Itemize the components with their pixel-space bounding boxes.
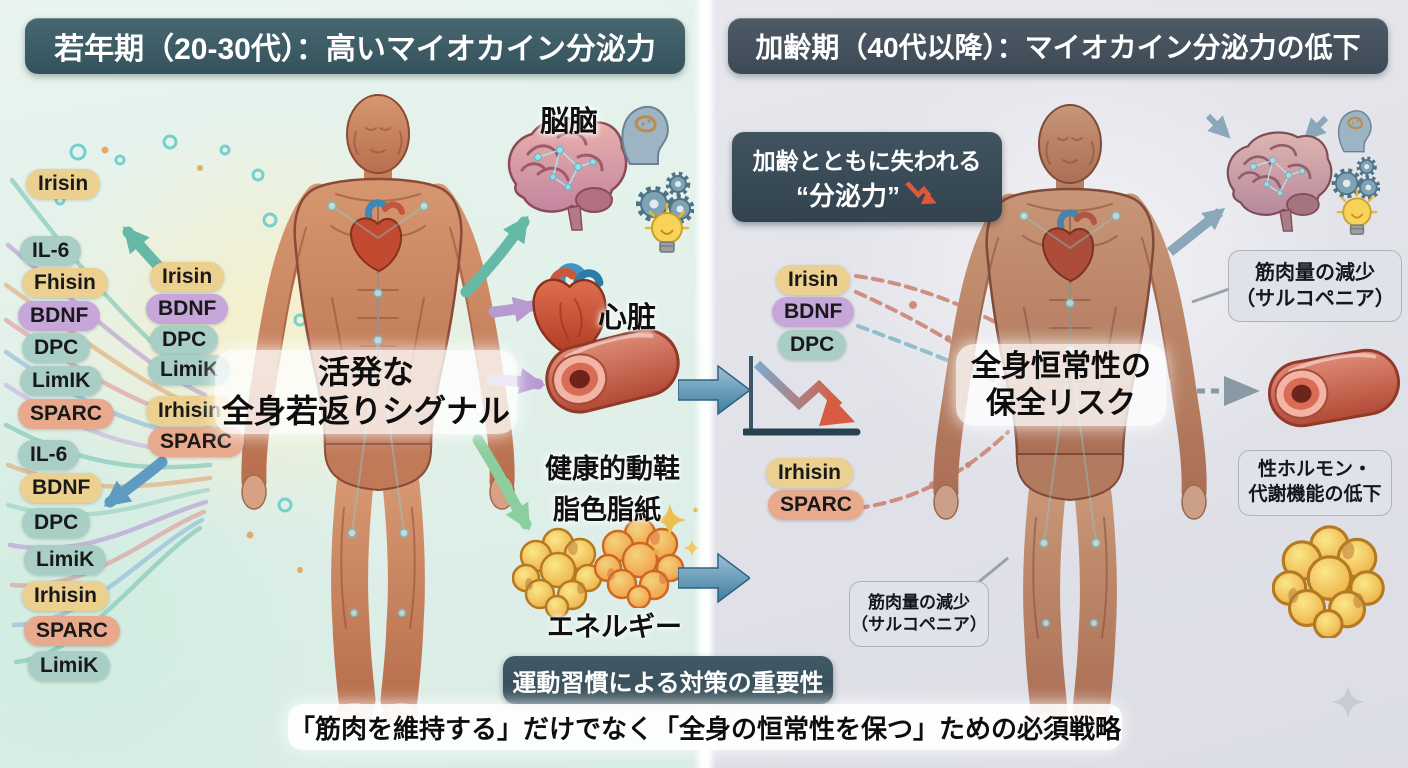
muscle-loss-top-line1: 筋肉量の減少 — [1255, 262, 1375, 284]
muscle-loss-bottom-line2: （サルコペニア） — [851, 615, 987, 634]
aged-panel-title: 加齢期（40代以降）：マイオカイン分泌力の低下 — [755, 32, 1361, 63]
transition-arrow-top — [678, 365, 750, 415]
myokine-pill: IL-6 — [20, 236, 82, 267]
bottom-title: 運動習慣による対策の重要性 — [512, 669, 824, 697]
myokine-pill: Fhisin — [22, 268, 108, 299]
vessel-label: 健康的動鞋 — [545, 454, 680, 484]
risk-line1: 全身恒常性の — [971, 349, 1151, 383]
aged-head-profile-icon — [1337, 109, 1373, 153]
young-panel-header: 若年期（20-30代）：高いマイオカイン分泌力 — [25, 18, 685, 74]
fat-label: 脂色脂紙 — [553, 495, 661, 525]
rejuvenation-signal-box: 活発な 全身若返りシグナル — [215, 350, 517, 434]
myokine-pill: LimiK — [24, 545, 107, 576]
loss-line2: “分泌力” — [795, 180, 900, 211]
hormone-decline-box: 性ホルモン・ 代謝機能の低下 — [1238, 450, 1392, 516]
lightbulb-icon — [644, 202, 690, 254]
myokine-pill: IL-6 — [18, 440, 80, 471]
head-profile-icon — [620, 105, 670, 166]
transition-arrow-bottom — [678, 553, 750, 603]
myokine-pill: LimIK — [20, 366, 103, 397]
aged-lightbulb-icon — [1336, 188, 1378, 236]
risk-line2: 保全リスク — [986, 387, 1136, 420]
muscle-loss-top-line2: （サルコペニア） — [1235, 288, 1395, 310]
myokine-pill: DPC — [22, 333, 91, 364]
decline-chart-icon — [743, 356, 861, 436]
myokine-pill: Irisin — [150, 262, 225, 293]
myokine-pill: LimiK — [28, 651, 111, 682]
heart-label: 心脏 — [598, 302, 657, 334]
bottom-subtitle: 「筋肉を維持する」だけでなく「全身の恒常性を保つ」ための必須戦略 — [288, 713, 1121, 744]
homeostasis-risk-box: 全身恒常性の 保全リスク — [956, 344, 1166, 426]
muscle-loss-top-box: 筋肉量の減少 （サルコペニア） — [1228, 250, 1402, 322]
decline-zigzag-icon — [905, 181, 937, 205]
energy-label: エネルギー — [547, 612, 682, 642]
strategy-banner: 「筋肉を維持する」だけでなく「全身の恒常性を保つ」ための必須戦略 — [288, 704, 1122, 750]
aged-fat-cells-illustration — [1272, 525, 1385, 638]
myokine-pill: BDNF — [18, 301, 101, 332]
myokine-pill: Irhisin — [22, 581, 110, 612]
signal-line2: 全身若返りシグナル — [221, 393, 510, 429]
myokine-pill: BDNF — [772, 297, 855, 328]
aged-panel-header: 加齢期（40代以降）：マイオカイン分泌力の低下 — [728, 18, 1388, 74]
brain-label: 脳脑 — [540, 106, 599, 138]
myokine-pill: BDNF — [146, 294, 229, 325]
exercise-importance-box: 運動習慣による対策の重要性 — [503, 656, 833, 704]
young-panel-title: 若年期（20-30代）：高いマイオカイン分泌力 — [54, 33, 656, 66]
myokine-pill: Irisin — [26, 169, 101, 200]
myokine-pill: Irisin — [776, 265, 851, 296]
muscle-loss-bottom-box: 筋肉量の減少 （サルコペニア） — [849, 581, 989, 647]
muscle-loss-bottom-line1: 筋肉量の減少 — [868, 592, 970, 612]
myokine-pill: SPARC — [768, 490, 864, 521]
secretion-loss-box: 加齢とともに失われる “分泌力” — [732, 132, 1002, 222]
hormone-line1: 性ホルモン・ — [1257, 459, 1372, 481]
myokine-pill: DPC — [22, 508, 91, 539]
myokine-pill: SPARC — [18, 399, 114, 430]
myokine-pill: SPARC — [24, 616, 120, 647]
fat-cells-yellow-illustration — [512, 527, 603, 618]
hormone-line2: 代謝機能の低下 — [1248, 484, 1382, 505]
loss-line1: 加齢とともに失われる — [752, 147, 982, 174]
myokine-pill: Irhisin — [766, 458, 854, 489]
myokine-pill: BDNF — [20, 473, 103, 504]
signal-line1: 活発な — [317, 353, 414, 390]
young-signal-arrows — [103, 215, 546, 531]
myokine-pill: DPC — [778, 330, 847, 361]
aged-brain-illustration — [1226, 131, 1333, 233]
myokine-pill: DPC — [150, 325, 219, 356]
